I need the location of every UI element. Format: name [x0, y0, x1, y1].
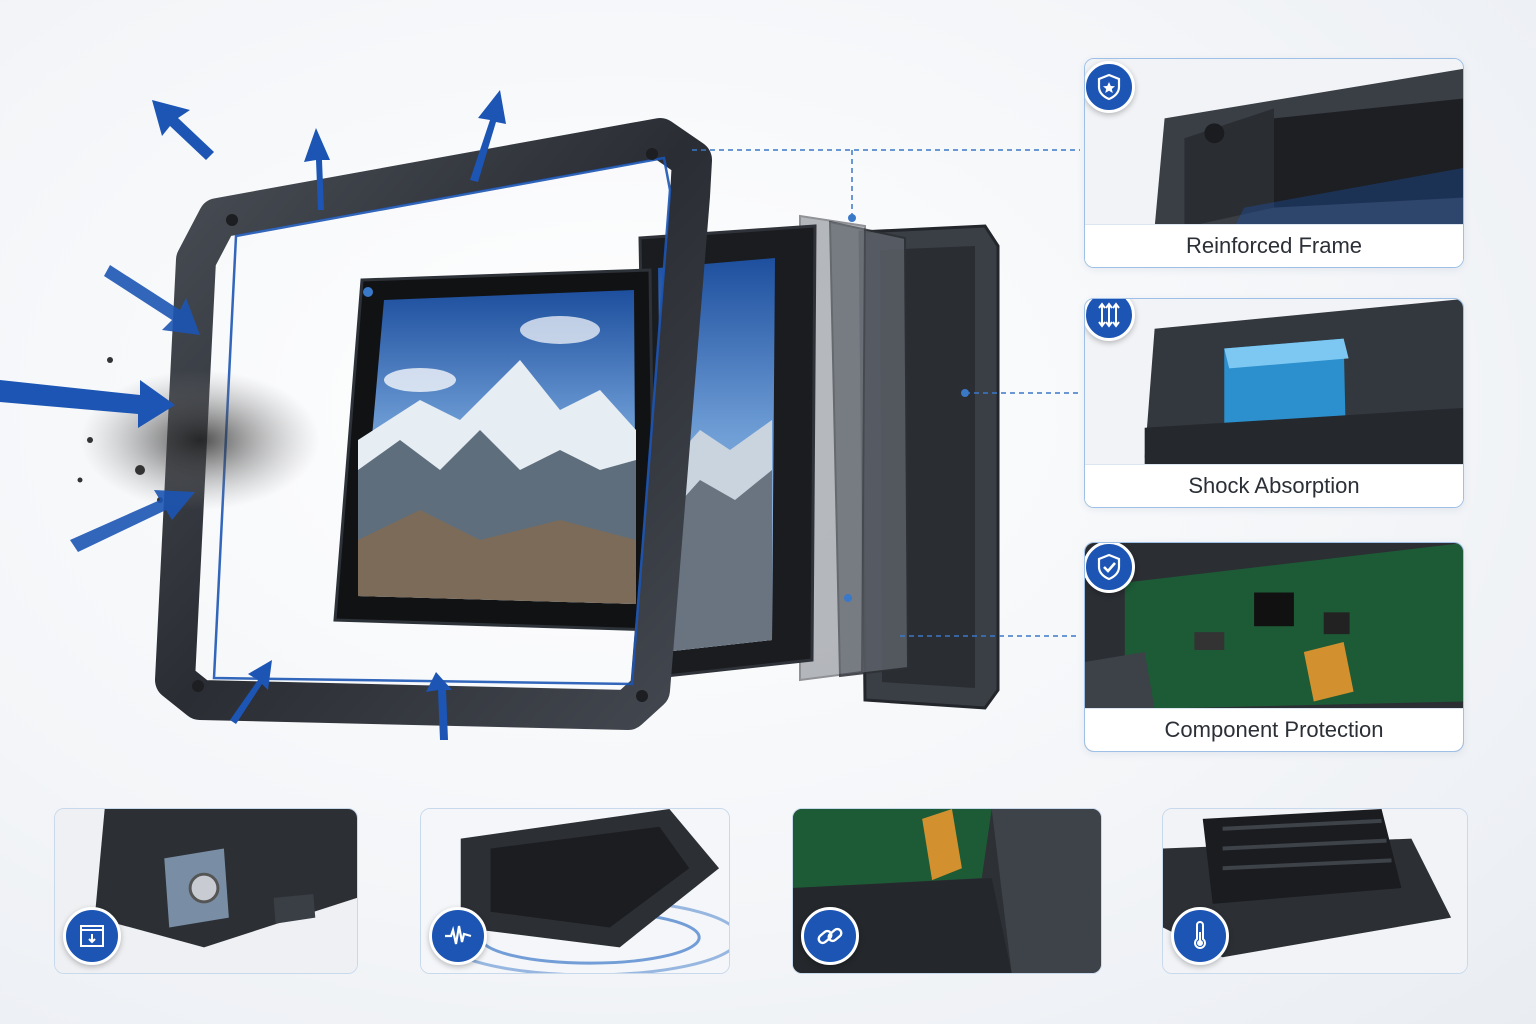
- bottom-tile-vibration: [420, 808, 730, 974]
- callout-lines: [692, 149, 1080, 637]
- feature-badge: [1085, 299, 1135, 341]
- feature-label: Shock Absorption: [1085, 464, 1463, 507]
- bottom-badge: [429, 907, 487, 965]
- feature-badge: [1085, 61, 1135, 113]
- vibration-closeup: [421, 809, 729, 973]
- bottom-tile-hinge: [54, 808, 358, 974]
- impact-burst: [77, 357, 320, 510]
- bottom-badge: [1171, 907, 1229, 965]
- display-panel: [333, 268, 657, 632]
- feature-label: Component Protection: [1085, 708, 1463, 751]
- feature-badge: [1085, 543, 1135, 593]
- thermometer-icon: [1194, 921, 1206, 949]
- feature-card-shock-absorption: Shock Absorption: [1084, 298, 1464, 508]
- feature-card-reinforced-frame: Reinforced Frame: [1084, 58, 1464, 268]
- shield-check-icon: [1097, 553, 1121, 581]
- bottom-badge: [801, 907, 859, 965]
- shield-star-icon: [1097, 73, 1121, 101]
- feature-card-component-protection: Component Protection: [1084, 542, 1464, 752]
- shock-arrows-icon: [1098, 302, 1120, 328]
- hero-exploded-tablet: [0, 90, 1080, 740]
- vibration-wave-icon: [445, 925, 472, 945]
- drop-test-icon: [80, 925, 104, 947]
- bottom-badge: [63, 907, 121, 965]
- feature-label: Reinforced Frame: [1085, 224, 1463, 267]
- bottom-tile-connection: [792, 808, 1102, 974]
- bottom-tile-thermal: [1162, 808, 1468, 974]
- chain-link-icon: [817, 927, 843, 945]
- impact-arrows: [0, 90, 506, 740]
